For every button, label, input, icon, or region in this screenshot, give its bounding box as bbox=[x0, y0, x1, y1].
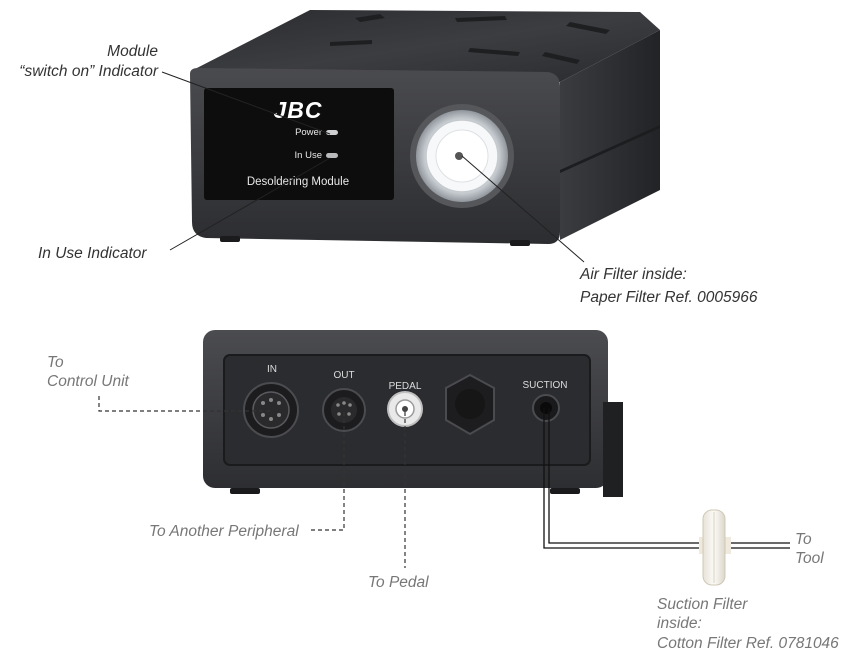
in-use-led-icon bbox=[326, 153, 338, 158]
port-pedal-label: PEDAL bbox=[389, 381, 422, 392]
port-out-label: OUT bbox=[333, 370, 354, 381]
top-callout-lines bbox=[161, 71, 585, 263]
suction-filter-callout-line2: inside: bbox=[657, 615, 702, 632]
suction-filter-callout-line3: Cotton Filter Ref. 0781046 bbox=[657, 635, 839, 652]
in-use-label: In Use bbox=[295, 150, 322, 161]
module-rear-view bbox=[203, 330, 623, 497]
suction-filter-icon bbox=[699, 509, 731, 586]
suction-filter-callout-line1: Suction Filter bbox=[657, 596, 748, 613]
module-indicator-callout-line2: “switch on” Indicator bbox=[19, 63, 158, 80]
brand-logo: JBC bbox=[273, 97, 322, 123]
suction-tube bbox=[543, 408, 790, 549]
module-indicator-callout-line1: Module bbox=[107, 43, 158, 60]
in-use-indicator-callout: In Use Indicator bbox=[38, 245, 147, 262]
port-in-label: IN bbox=[267, 364, 277, 375]
air-filter-callout-line1: Air Filter inside: bbox=[580, 266, 687, 283]
power-led-icon bbox=[326, 130, 338, 135]
to-control-unit-callout-line2: Control Unit bbox=[47, 373, 129, 390]
to-pedal-callout: To Pedal bbox=[368, 574, 429, 591]
to-tool-callout-line2: Tool bbox=[795, 550, 824, 567]
dashed-cable-lines bbox=[98, 396, 406, 568]
module-front-view bbox=[190, 10, 660, 246]
to-tool-callout-line1: To bbox=[795, 531, 812, 548]
air-filter-callout-line2: Paper Filter Ref. 0005966 bbox=[580, 289, 758, 306]
to-control-unit-callout-line1: To bbox=[47, 354, 64, 371]
module-name-label: Desoldering Module bbox=[247, 176, 349, 188]
power-label: Power bbox=[295, 127, 322, 138]
port-suction-label: SUCTION bbox=[523, 380, 568, 391]
to-another-peripheral-callout: To Another Peripheral bbox=[149, 523, 299, 540]
